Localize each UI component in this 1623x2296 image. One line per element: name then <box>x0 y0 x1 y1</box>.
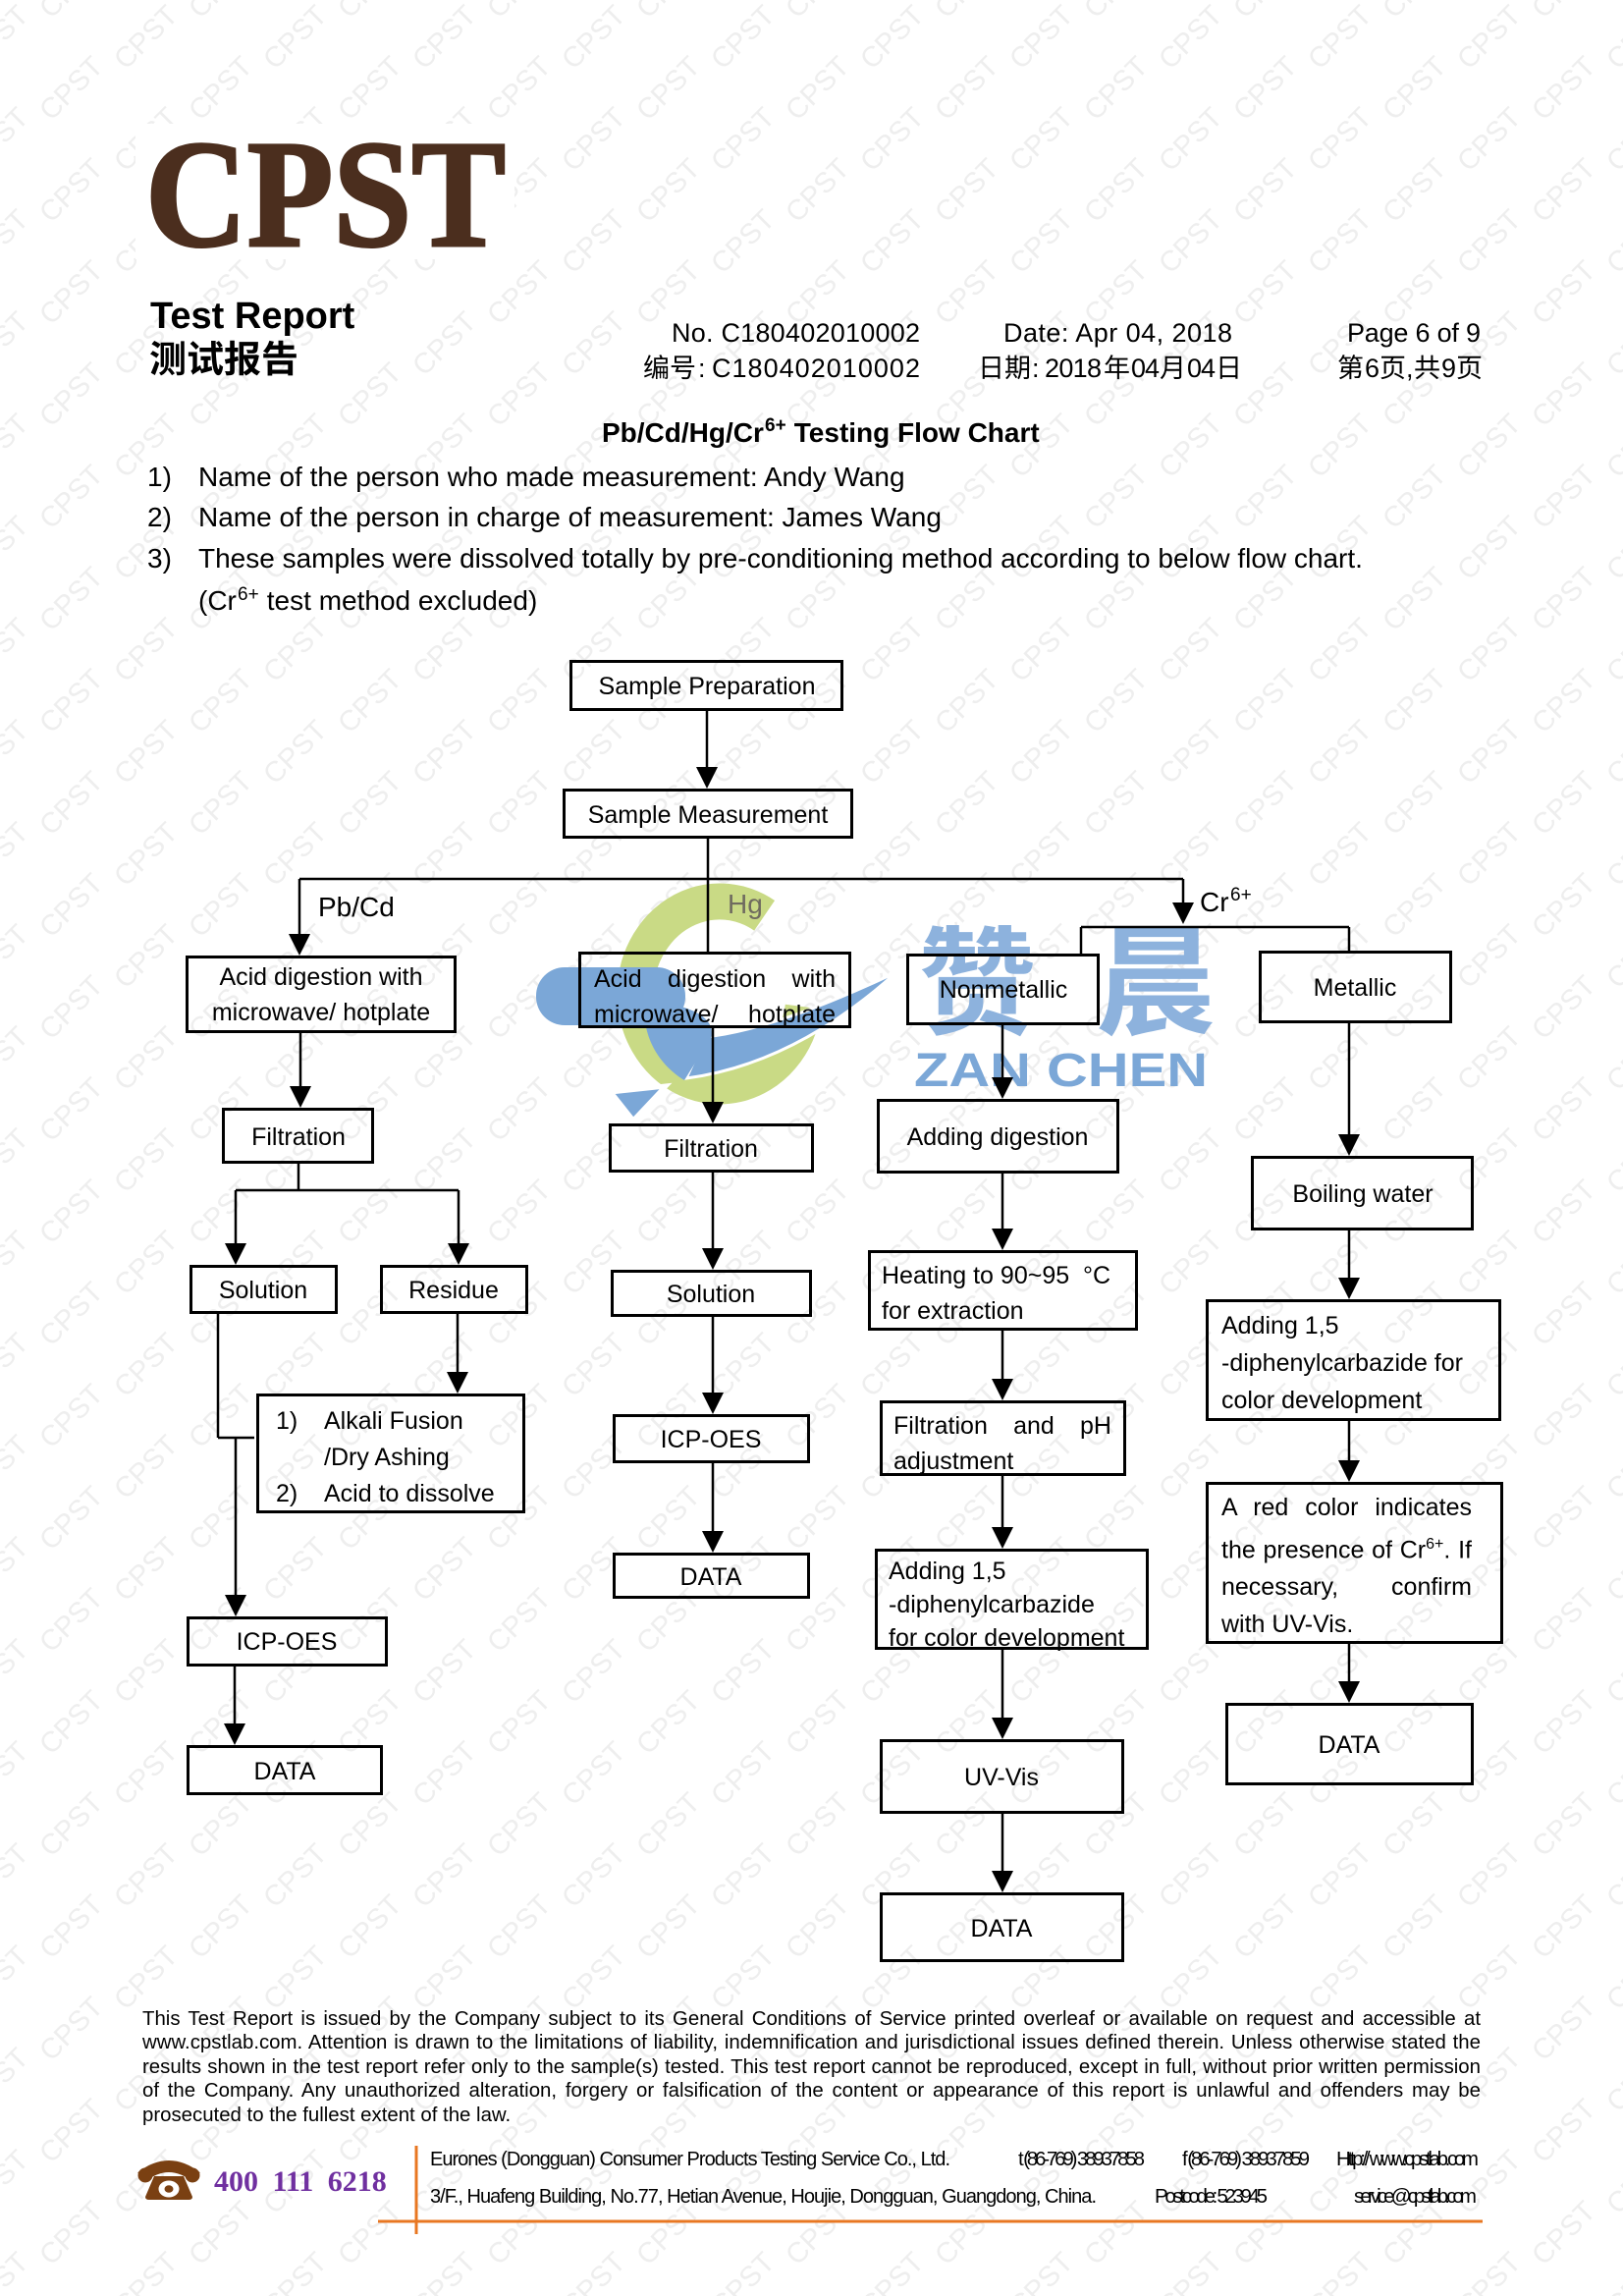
svg-text:2): 2) <box>147 502 172 532</box>
svg-text:Name of the person in charge o: Name of the person in charge of measurem… <box>198 502 942 532</box>
svg-text:Testing Flow Chart: Testing Flow Chart <box>786 417 1040 448</box>
svg-text:Metallic: Metallic <box>1314 974 1397 1002</box>
svg-text:6+: 6+ <box>765 415 786 436</box>
svg-text:Residue: Residue <box>408 1277 499 1304</box>
svg-text:CPST: CPST <box>145 109 506 279</box>
svg-text:Solution: Solution <box>667 1281 755 1308</box>
svg-text:test method excluded): test method excluded) <box>259 585 537 616</box>
svg-text:6: 6 <box>1365 354 1380 383</box>
svg-text:9: 9 <box>1441 354 1456 383</box>
svg-text:Filtration: Filtration <box>664 1135 758 1163</box>
svg-text:ICP-OES: ICP-OES <box>237 1628 338 1656</box>
svg-text:Solution: Solution <box>219 1277 307 1304</box>
svg-text:Pb/Cd/Hg/Cr: Pb/Cd/Hg/Cr <box>602 417 764 448</box>
svg-text:3/F., Huafeng Building, No.77,: 3/F., Huafeng Building, No.77, Hetian Av… <box>430 2186 1097 2208</box>
svg-text:DATA: DATA <box>1319 1731 1380 1759</box>
svg-text:DATA: DATA <box>254 1758 316 1785</box>
svg-text:,: , <box>1406 354 1414 383</box>
svg-text:DATA: DATA <box>971 1915 1033 1942</box>
svg-text:400 111 6218: 400 111 6218 <box>214 2165 387 2198</box>
svg-text:Http:// www.cpstlab.com: Http:// www.cpstlab.com <box>1336 2148 1479 2170</box>
svg-text:04: 04 <box>1131 354 1160 383</box>
svg-text:Postcode: 523945: Postcode: 523945 <box>1155 2185 1268 2208</box>
svg-text::: : <box>698 354 706 383</box>
svg-text:These samples were dissolved t: These samples were dissolved totally by … <box>198 543 1363 574</box>
svg-text:DATA: DATA <box>680 1563 742 1591</box>
svg-text:C180402010002: C180402010002 <box>712 354 920 383</box>
svg-text:(Cr: (Cr <box>198 585 237 616</box>
svg-text:Adding digestion: Adding digestion <box>907 1123 1089 1151</box>
svg-text:Eurones (Dongguan) Consumer Pr: Eurones (Dongguan) Consumer Products Tes… <box>430 2149 950 2170</box>
svg-text:6+: 6+ <box>1230 885 1252 905</box>
svg-text:service@cpstlab.com: service@cpstlab.com <box>1354 2185 1477 2208</box>
svg-text:2018: 2018 <box>1045 354 1102 383</box>
svg-text:Page 6 of 9: Page 6 of 9 <box>1347 318 1481 348</box>
svg-text:t (86-769) 38937858: t (86-769) 38937858 <box>1018 2148 1145 2170</box>
svg-text:3): 3) <box>147 543 172 574</box>
svg-text:Pb/Cd: Pb/Cd <box>318 892 395 922</box>
svg-text:04: 04 <box>1187 354 1216 383</box>
svg-text:Sample Preparation: Sample Preparation <box>599 673 816 700</box>
svg-text:ZAN CHEN: ZAN CHEN <box>914 1045 1208 1097</box>
svg-text:Test Report: Test Report <box>150 296 355 337</box>
svg-text:UV-Vis: UV-Vis <box>964 1764 1039 1791</box>
svg-text:f (86-769) 38937859: f (86-769) 38937859 <box>1182 2148 1310 2170</box>
svg-text:Nonmetallic: Nonmetallic <box>940 976 1068 1004</box>
svg-text:Date: Apr 04, 2018: Date: Apr 04, 2018 <box>1003 318 1232 348</box>
svg-text:Filtration: Filtration <box>251 1123 346 1151</box>
svg-text:Boiling water: Boiling water <box>1292 1180 1433 1208</box>
svg-text:ICP-OES: ICP-OES <box>661 1426 762 1453</box>
svg-text:Cr: Cr <box>1200 887 1229 917</box>
svg-text:6+: 6+ <box>238 584 259 605</box>
svg-text:No. C180402010002: No. C180402010002 <box>672 318 920 348</box>
svg-text::: : <box>1032 354 1040 383</box>
svg-text:Hg: Hg <box>728 889 763 919</box>
svg-text:1): 1) <box>147 462 172 492</box>
svg-text:Name of the person who made me: Name of the person who made measurement:… <box>198 462 905 492</box>
svg-text:Sample Measurement: Sample Measurement <box>588 801 829 829</box>
